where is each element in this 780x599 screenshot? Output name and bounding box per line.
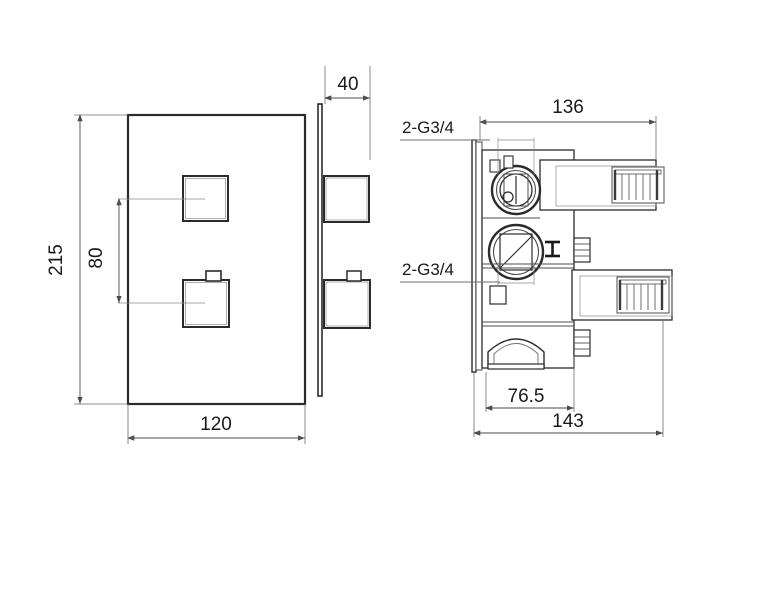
upper-knurled-handle [611,166,665,204]
upper-handle-inner-edge [185,178,226,219]
lower-flow-handle [182,279,230,328]
lower-knurl-top-bar [619,279,667,285]
upper-cartridge [490,164,542,216]
internal-reference-bracket-lower [497,262,535,285]
thread-callout-upper-label: 2-G3/4 [402,118,454,137]
dim-label-765: 76.5 [508,386,545,407]
upper-inlet-nipple-secondary [503,155,514,169]
dome-inner-profile [493,343,539,368]
internal-reference-bracket-upper [497,138,535,175]
lower-handle-inner-edge [185,282,227,325]
lower-cartridge-stem-box [499,233,533,271]
lower-handle-lever-tab [205,270,222,282]
dim-depth-40: 40 [324,66,371,160]
dim-label-143: 143 [552,411,584,432]
dim-section-offset-76-5: 76.5 [485,356,575,412]
dim-label-40: 40 [337,74,358,95]
upper-handle-side [323,175,370,223]
upper-temperature-handle [182,175,229,222]
dim-section-width-136: 136 [479,97,657,160]
dim-label-215: 215 [46,244,67,276]
side-plate-profile [317,103,323,397]
lower-side-port [489,285,507,305]
dim-label-120: 120 [200,414,232,435]
lower-cartridge [487,223,545,281]
side-elevation-view [317,103,371,397]
bottom-threaded-connector [573,329,591,357]
lower-cartridge-section-hatch [499,235,533,269]
upper-knurl-lines [613,170,659,200]
check-valve-symbol [545,240,560,258]
lower-knurled-handle [616,276,670,314]
thread-callout-lower-label: 2-G3/4 [402,260,454,279]
thread-callout-upper: 2-G3/4 [400,118,490,141]
front-plate-outline [126,113,307,406]
upper-cartridge-port [502,191,514,203]
cross-section-view [471,139,673,373]
upper-knurl-top-bar [614,169,662,175]
front-elevation-view [126,113,307,406]
lower-handle-side-inner [325,281,369,327]
lower-handle-side [323,279,371,329]
lower-outlet-block-inner [579,275,673,317]
lower-knurl-lines [618,280,664,310]
upper-cartridge-stem-box [503,173,529,207]
dim-label-136: 136 [552,97,584,118]
section-wall-plate-outer [471,139,477,373]
upper-handle-side-inner [325,177,368,221]
dim-section-width-143: 143 [473,320,664,437]
dim-width-120: 120 [127,404,306,444]
lower-handle-side-tab [346,270,362,282]
section-wall-plate-inner [475,141,483,371]
upper-inlet-nipple [489,159,501,173]
dome-base-plate [487,363,545,370]
thread-callout-lower: 2-G3/4 [400,260,500,283]
dome-outer-profile [487,338,545,368]
bottom-dome-feature [487,338,545,370]
dim-height-215: 215 [46,114,128,405]
mid-threaded-connector [573,237,591,263]
dim-label-80: 80 [86,247,107,268]
dim-handle-spacing-80: 80 [86,198,205,304]
